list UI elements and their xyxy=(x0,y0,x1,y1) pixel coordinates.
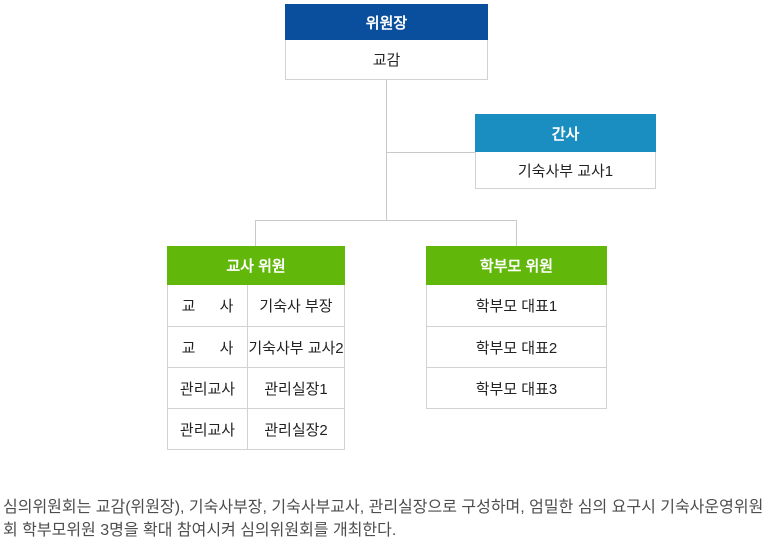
connector-right-stub xyxy=(516,220,517,246)
parent-committee-box: 학부모 위원 학부모 대표1 학부모 대표2 학부모 대표3 xyxy=(426,246,607,409)
table-row: 관리교사 관리실장2 xyxy=(168,408,344,449)
teacher-committee-table: 교 사 기숙사 부장 교 사 기숙사부 교사2 관리교사 관리실장1 관리교사 … xyxy=(167,285,345,450)
connector-bottom-horizontal xyxy=(255,220,517,221)
secretary-name: 기숙사부 교사1 xyxy=(475,152,656,189)
member-role: 관리교사 xyxy=(168,368,248,408)
table-row: 학부모 대표1 xyxy=(427,285,606,326)
connector-secretary-branch xyxy=(386,152,475,153)
member-name: 학부모 대표1 xyxy=(475,298,558,315)
table-row: 교 사 기숙사 부장 xyxy=(168,285,344,326)
parent-committee-table: 학부모 대표1 학부모 대표2 학부모 대표3 xyxy=(426,285,607,409)
chairman-box: 위원장 교감 xyxy=(285,4,488,80)
secretary-box: 간사 기숙사부 교사1 xyxy=(475,114,656,189)
table-row: 교 사 기숙사부 교사2 xyxy=(168,326,344,367)
connector-trunk-vertical xyxy=(386,80,387,220)
teacher-committee-box: 교사 위원 교 사 기숙사 부장 교 사 기숙사부 교사2 관리교사 관리실장1… xyxy=(167,246,345,450)
secretary-title: 간사 xyxy=(475,114,656,152)
member-name: 관리실장1 xyxy=(264,380,328,398)
member-name: 학부모 대표3 xyxy=(475,380,558,398)
member-role: 관리교사 xyxy=(168,409,248,449)
member-name: 기숙사 부장 xyxy=(259,298,333,315)
member-name: 관리실장2 xyxy=(264,421,328,439)
table-row: 학부모 대표2 xyxy=(427,326,606,367)
chairman-title: 위원장 xyxy=(285,4,488,40)
chairman-name: 교감 xyxy=(285,40,488,80)
footnote-text: 심의위원회는 교감(위원장), 기숙사부장, 기숙사부교사, 관리실장으로 구성… xyxy=(3,499,764,539)
member-role: 교 사 xyxy=(168,285,248,326)
member-role: 교 사 xyxy=(168,327,248,367)
member-name: 기숙사부 교사2 xyxy=(248,339,344,357)
parent-committee-title: 학부모 위원 xyxy=(426,246,607,285)
teacher-committee-title: 교사 위원 xyxy=(167,246,345,285)
table-row: 학부모 대표3 xyxy=(427,367,606,408)
member-name: 학부모 대표2 xyxy=(475,339,558,357)
table-row: 관리교사 관리실장1 xyxy=(168,367,344,408)
connector-left-stub xyxy=(255,220,256,246)
